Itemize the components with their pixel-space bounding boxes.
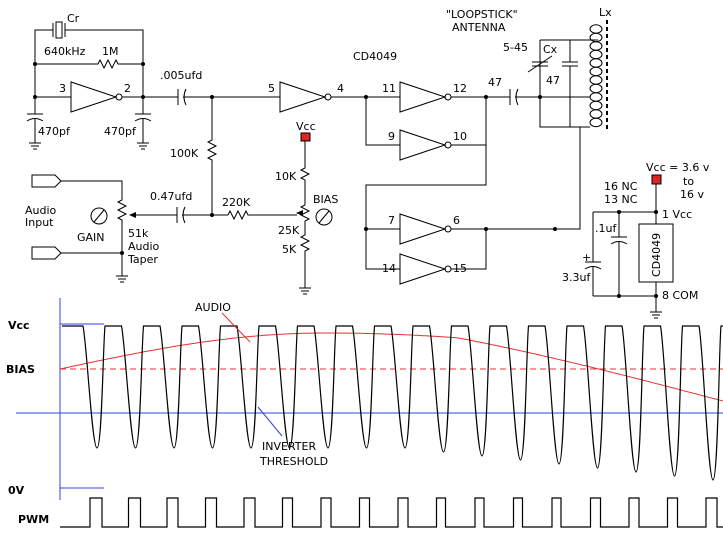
nc-13: 13 NC bbox=[604, 193, 638, 206]
nc-16: 16 NC bbox=[604, 180, 638, 193]
audio-pot-line1: 51k bbox=[128, 227, 149, 240]
r10k-label: 10K bbox=[275, 170, 297, 183]
coil-turn bbox=[589, 117, 603, 128]
threshold-label-line2: THRESHOLD bbox=[259, 455, 328, 468]
loopstick-antenna: "LOOPSTICK" ANTENNA Lx 47 Cx 5-45 47 bbox=[446, 6, 612, 231]
cap-bulk-label: 3.3uf bbox=[562, 271, 591, 284]
inv5-pin-in: 14 bbox=[382, 262, 396, 275]
input-cap-label: 0.47ufd bbox=[150, 190, 192, 203]
inv5-pin-out: 15 bbox=[453, 262, 467, 275]
bias-network: Vcc 10K 25K 5K BIAS bbox=[275, 120, 338, 295]
coil-turn bbox=[589, 109, 603, 119]
label-pwm: PWM bbox=[18, 513, 49, 526]
osc-pin-in: 3 bbox=[59, 82, 66, 95]
audio-label-pointer bbox=[221, 312, 251, 343]
vcc-spec-line3: 16 v bbox=[680, 188, 704, 201]
label-bias: BIAS bbox=[6, 363, 35, 376]
audio-pot-line2: Audio bbox=[128, 240, 160, 253]
cap-bulk-plus: + bbox=[582, 251, 591, 264]
crystal-freq: 640kHz bbox=[44, 45, 86, 58]
pin8-com: 8 COM bbox=[662, 289, 698, 302]
coil-turn bbox=[589, 100, 603, 111]
chip-name: CD4049 bbox=[353, 50, 397, 63]
coil-turn bbox=[589, 24, 603, 34]
coil-inductor bbox=[589, 24, 603, 128]
inv3-pin-in: 9 bbox=[388, 130, 395, 143]
crystal-oscillator: Cr 640kHz 1M 3 2 470pf 470pf bbox=[26, 12, 178, 150]
antenna-label-line2: ANTENNA bbox=[452, 21, 506, 34]
coil-turn bbox=[589, 41, 603, 51]
output-inverters-upper: 11 12 9 10 bbox=[365, 81, 510, 161]
bias-label: BIAS bbox=[313, 193, 338, 206]
gain-label: GAIN bbox=[77, 231, 105, 244]
cx-label: Cx bbox=[543, 43, 558, 56]
coupling-capacitor: .005ufd bbox=[160, 69, 280, 106]
label-0v: 0V bbox=[8, 484, 25, 497]
label-vcc: Vcc bbox=[8, 319, 30, 332]
threshold-label-line1: INVERTER bbox=[262, 440, 316, 453]
series-cap-47: 47 bbox=[488, 76, 502, 89]
inv4-pin-in: 7 bbox=[388, 214, 395, 227]
crystal-name: Cr bbox=[67, 12, 80, 25]
waveform-plot: Vcc BIAS 0V PWM AUDIO INVERTER THRESHOLD bbox=[6, 298, 723, 528]
feedback-resistor-label: 1M bbox=[102, 45, 119, 58]
pot25k-label: 25K bbox=[278, 224, 300, 237]
coil-turn bbox=[589, 66, 603, 77]
pin1-vcc: 1 Vcc bbox=[662, 208, 692, 221]
inv4-pin-out: 6 bbox=[453, 214, 460, 227]
vcc-label: Vcc bbox=[296, 120, 316, 133]
osc-pin-out: 2 bbox=[124, 82, 131, 95]
audio-input-section: Audio Input GAIN 51k Audio Taper 0.47ufd… bbox=[25, 174, 297, 283]
coil-turn bbox=[589, 83, 603, 94]
tank-cap-47: 47 bbox=[546, 74, 560, 87]
lx-label: Lx bbox=[599, 6, 612, 19]
audio-pot-line3: Taper bbox=[127, 253, 158, 266]
audio-label: AUDIO bbox=[195, 301, 231, 314]
coil-turn bbox=[589, 92, 603, 102]
audio-input-line2: Input bbox=[25, 216, 54, 229]
cap-bypass-label: .1uf bbox=[595, 222, 617, 235]
coil-turn bbox=[589, 49, 603, 60]
inv2-pin-out: 12 bbox=[453, 82, 467, 95]
inv3-pin-out: 10 bbox=[453, 130, 467, 143]
osc-cap-left: 470pf bbox=[38, 125, 71, 138]
inv2-pin-in: 11 bbox=[382, 82, 396, 95]
audio-input-line1: Audio bbox=[25, 204, 57, 217]
r5k-label: 5K bbox=[282, 243, 297, 256]
vcc-spec-line1: Vcc = 3.6 v bbox=[646, 161, 710, 174]
osc-cap-right: 470pf bbox=[104, 125, 137, 138]
antenna-label-line1: "LOOPSTICK" bbox=[446, 8, 518, 21]
inv1-pin-in: 5 bbox=[268, 82, 275, 95]
buffer-inverter: 5 4 CD4049 bbox=[268, 50, 400, 113]
cx-range: 5-45 bbox=[503, 41, 528, 54]
coil-turn bbox=[589, 75, 603, 85]
coupling-cap-label: .005ufd bbox=[160, 69, 202, 82]
audio-curve bbox=[59, 332, 723, 402]
carrier-waveform bbox=[62, 325, 723, 481]
threshold-label-pointer bbox=[257, 406, 283, 437]
r220k-label: 220K bbox=[222, 196, 251, 209]
inv1-pin-out: 4 bbox=[337, 82, 344, 95]
power-section: Vcc = 3.6 v to 16 v 16 NC 13 NC 1 Vcc 8 … bbox=[562, 161, 710, 319]
vcc-spec-line2: to bbox=[683, 175, 694, 188]
coil-turn bbox=[589, 58, 603, 68]
output-inverters-lower: 7 6 14 15 bbox=[364, 145, 555, 285]
pwm-waveform bbox=[60, 497, 723, 528]
r100k-label: 100K bbox=[170, 147, 199, 160]
chip-power-name: CD4049 bbox=[650, 233, 663, 277]
